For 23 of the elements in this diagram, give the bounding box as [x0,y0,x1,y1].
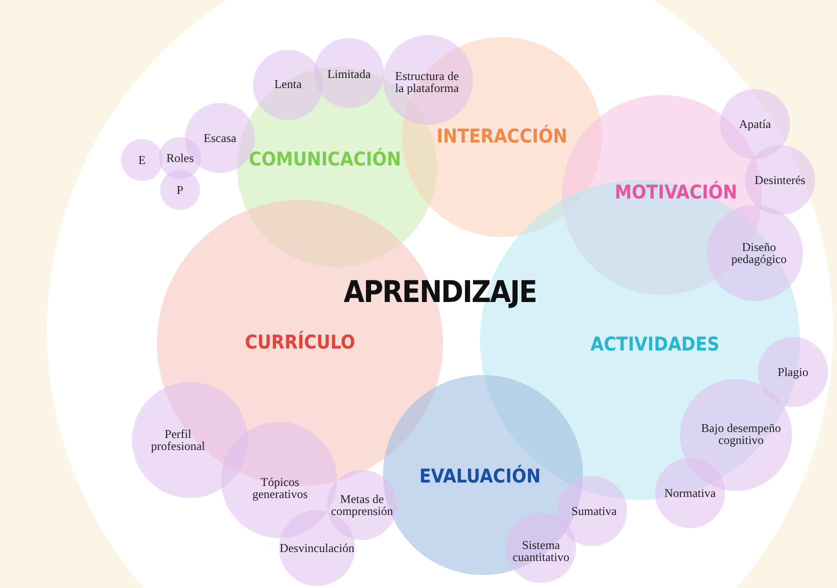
topic-label: Lenta [274,78,302,90]
category-label: ACTIVIDADES [590,336,720,354]
topic-label: Tópicos generativos [251,476,309,500]
topic-circle [121,139,163,181]
topic-label: Metas de comprensión [330,493,394,517]
topic-label: P [176,184,184,196]
topic-label: Escasa [204,132,236,144]
topic-label: Diseño pedagógico [730,241,788,265]
topic-label: Bajo desempeño cognitivo [701,422,781,446]
topic-label: Perfil profesional [150,428,206,452]
topic-label: Sumativa [571,505,617,517]
topic-label: Sistema cuantitativo [512,539,570,563]
topic-label: Estructura de la plataforma [394,70,460,94]
topic-label: Limitada [327,68,371,80]
topic-label: Desinterés [754,174,806,186]
topic-label: Roles [166,152,194,164]
topic-label: Apatía [739,118,771,130]
topic-label: Plagio [778,366,808,378]
topic-label: Desvinculación [280,542,354,554]
topic-label: Normativa [664,487,716,499]
topic-label: E [138,154,146,166]
topic-circle [160,170,200,210]
title-label: APRENDIZAJE [344,278,536,308]
